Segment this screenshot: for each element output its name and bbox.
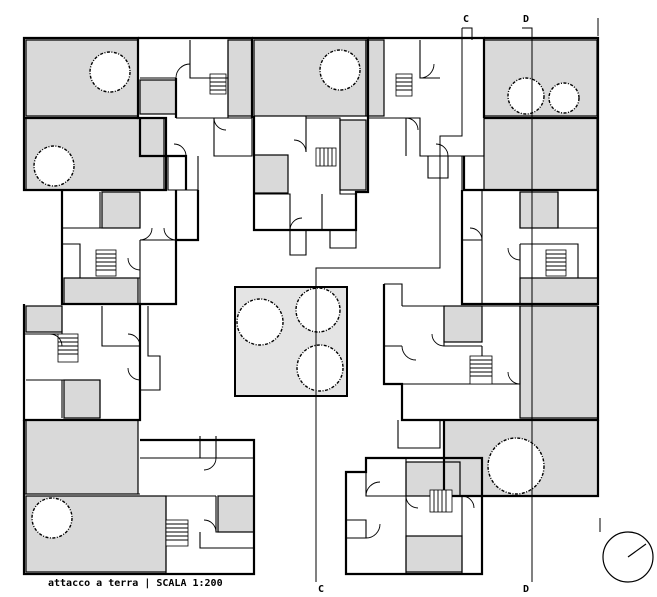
stair-sw [165,519,189,547]
stair-el [469,355,493,385]
stair-nw [209,73,227,95]
tree-canopy-icon [295,287,341,333]
tree-canopy-icon [31,497,73,539]
garden-s-side [217,495,255,533]
tree-canopy-icon [319,49,361,91]
stair-ne [395,73,413,97]
garden-w-block [25,305,63,333]
stair-nc [315,147,337,167]
tree-canopy-icon [487,437,545,495]
tree-canopy-icon [548,82,580,114]
tree-canopy-icon [89,51,131,93]
garden-e-strip [519,277,599,305]
section-line-d [522,27,533,582]
section-mark-d-bottom: D [523,584,529,595]
walls [22,36,600,576]
garden-n-side [365,39,385,117]
stair-e [545,249,567,277]
garden-w-upper [101,191,141,229]
garden-e-mid [443,305,483,343]
tree-canopy-icon [33,145,75,187]
garden-center-low [253,154,289,194]
door-swings [49,63,521,539]
garden-e-block [519,305,599,419]
drawing-caption: attacco a terra | SCALA 1:200 [48,578,223,589]
tree-canopy-icon [296,344,344,392]
stair-w [95,249,117,277]
garden-n-strip [227,39,253,117]
garden-center-side [339,119,367,191]
garden-se-low [405,535,463,573]
tree-canopy-icon [236,298,284,346]
trees [31,49,580,539]
garden-e-upper [519,191,559,229]
stair-wl [57,333,79,363]
section-mark-d-top: D [523,14,529,25]
garden-ne-bottom [483,117,598,191]
section-line-c [315,27,473,582]
section-mark-c-bottom: C [318,584,324,595]
stair-se [429,489,453,513]
garden-w-low [63,379,101,419]
section-lines [315,18,599,582]
section-mark-c-top: C [463,14,469,25]
garden-n-small [139,79,177,115]
garden-w-strip [63,277,139,305]
garden-sw-top [25,419,139,495]
tree-canopy-icon [507,77,545,115]
stairs [57,73,567,547]
north-arrow-circle-icon [602,531,654,583]
